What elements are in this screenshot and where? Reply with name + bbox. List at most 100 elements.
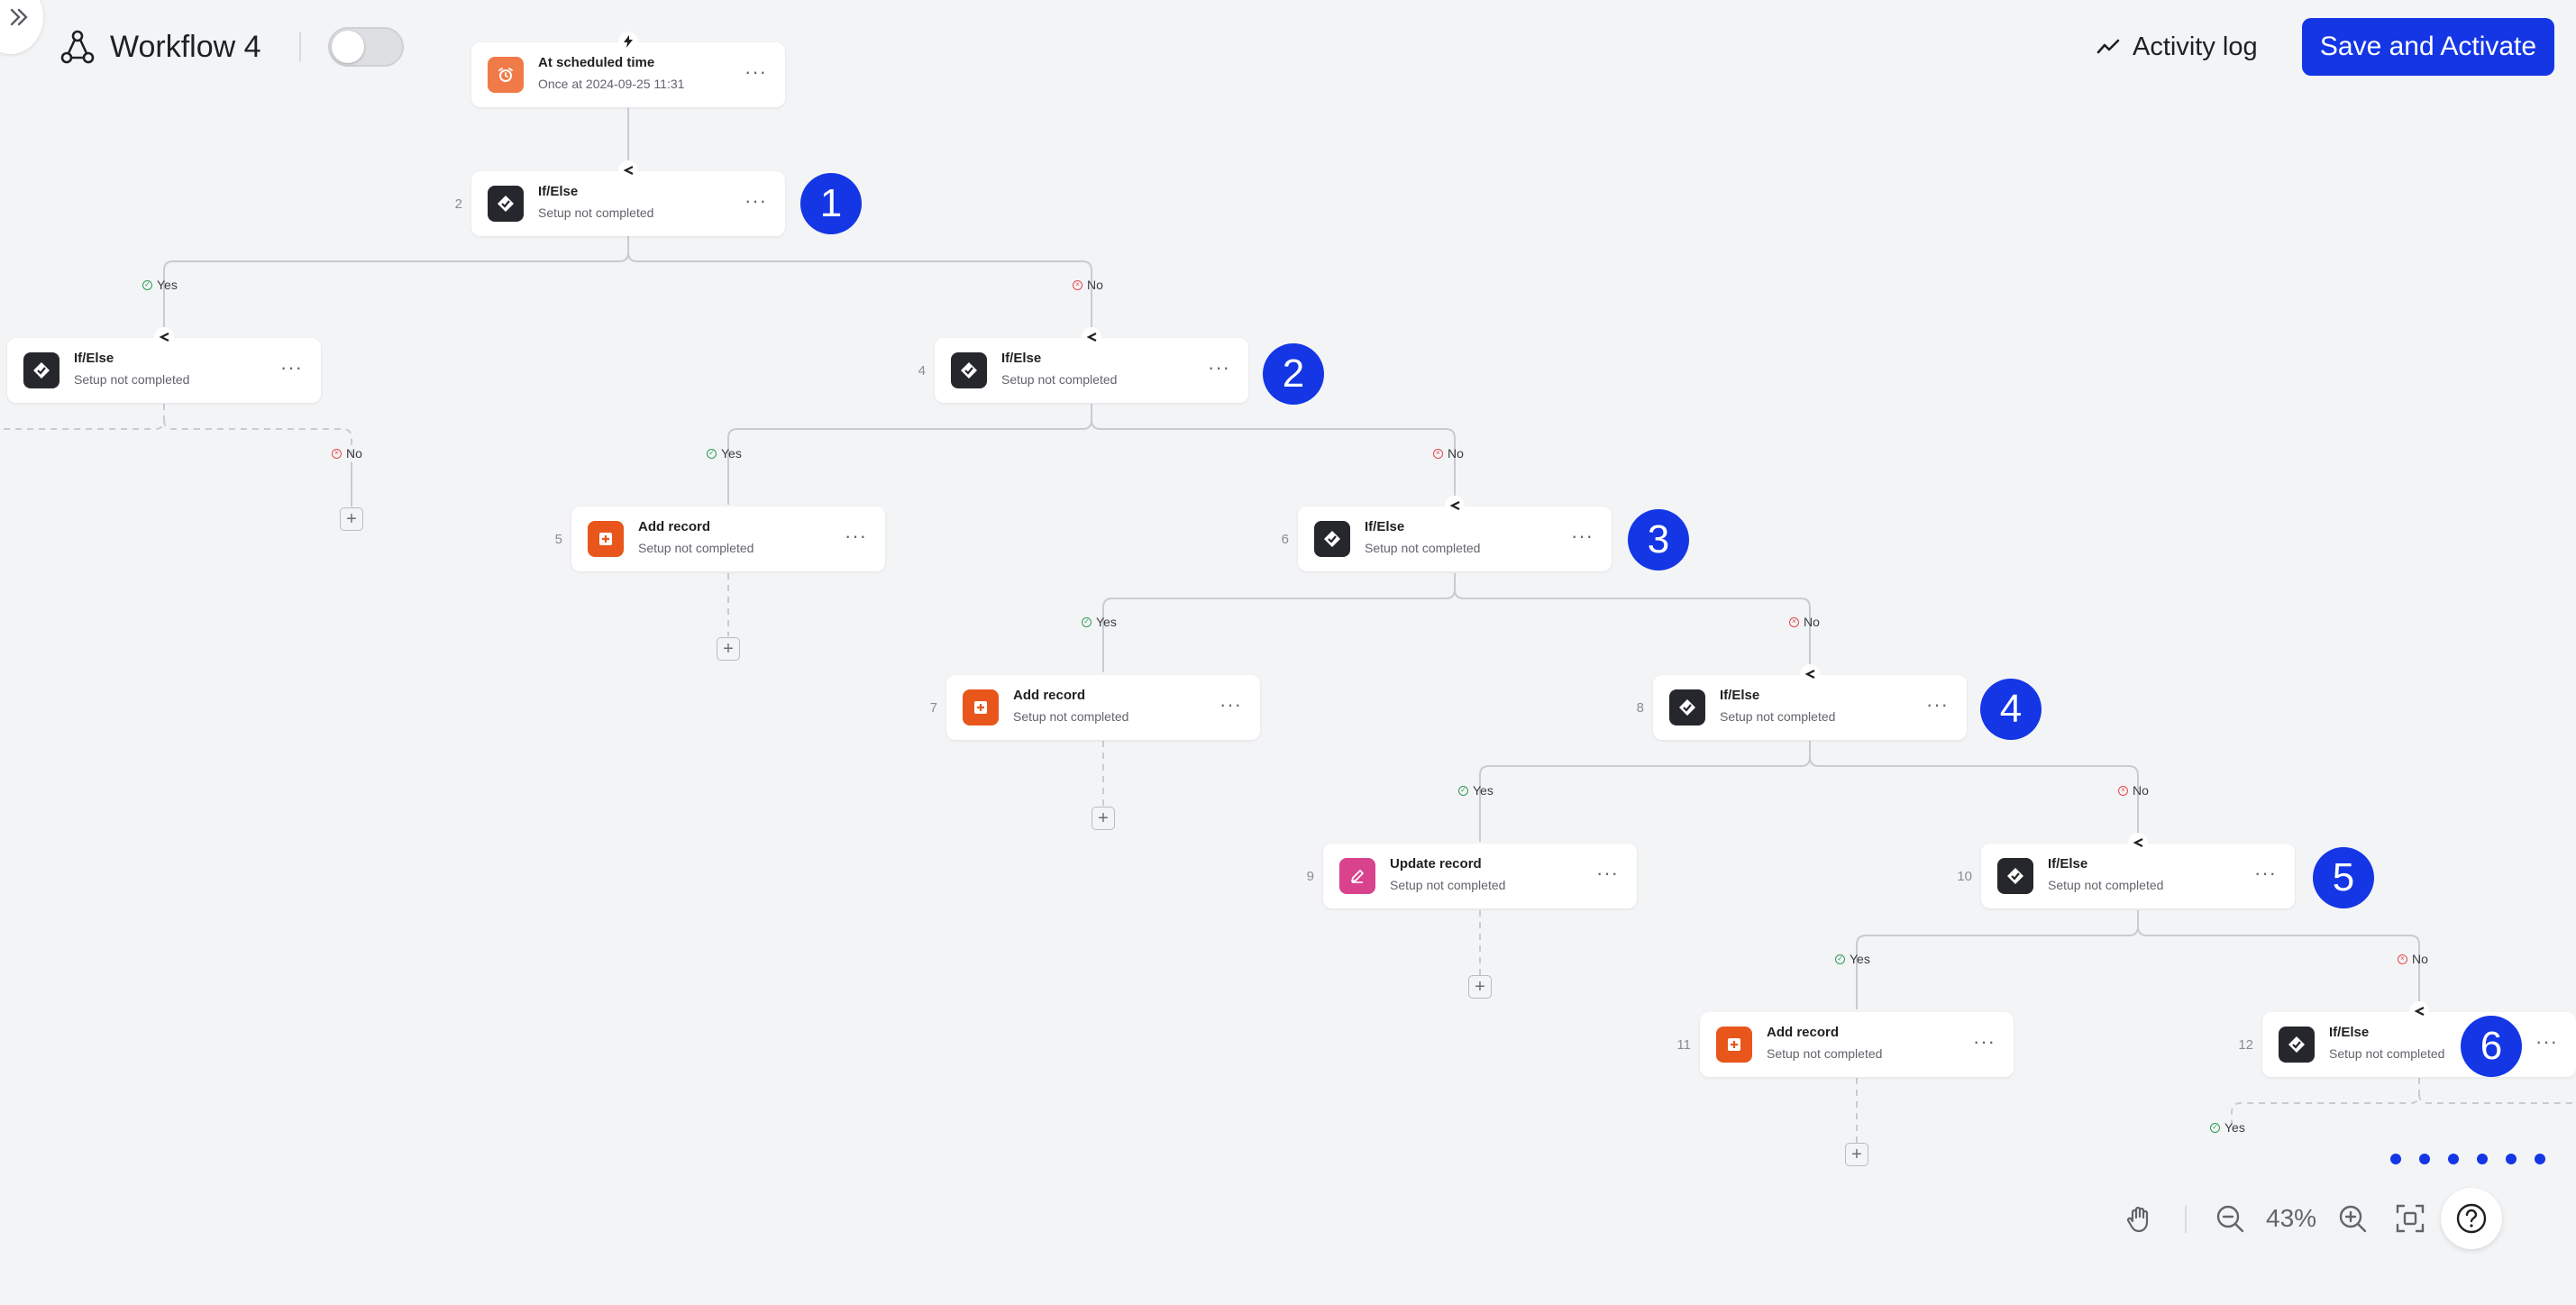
- step-badge: 2: [1263, 343, 1324, 405]
- branch-label-text: Yes: [157, 278, 178, 292]
- node-step-number: 12: [2238, 1037, 2253, 1053]
- check-circle-icon: ✓: [2210, 1122, 2220, 1133]
- node-title: If/Else: [1001, 351, 1042, 366]
- node-menu-button[interactable]: ···: [1926, 693, 1949, 716]
- node-menu-button[interactable]: ···: [2254, 862, 2277, 884]
- activity-log-label: Activity log: [2133, 32, 2258, 61]
- pan-tool-button[interactable]: [2124, 1202, 2156, 1235]
- merge-connector-icon: [2409, 1001, 2429, 1021]
- node-subtitle: Setup not completed: [2329, 1046, 2445, 1061]
- node-subtitle: Setup not completed: [538, 205, 654, 220]
- x-circle-icon: ×: [2398, 954, 2407, 964]
- fit-view-button[interactable]: [2394, 1202, 2426, 1235]
- node-step-number: 6: [1281, 532, 1289, 547]
- branch-label-text: No: [346, 446, 362, 461]
- node-title: Add record: [1013, 688, 1086, 703]
- node-menu-button[interactable]: ···: [1208, 356, 1230, 379]
- pager-dot[interactable]: [2448, 1154, 2459, 1164]
- step-badge: 4: [1980, 679, 2042, 740]
- zoom-out-icon: [2216, 1205, 2244, 1233]
- node-subtitle: Setup not completed: [1767, 1046, 1883, 1061]
- check-circle-icon: ✓: [707, 448, 717, 459]
- node-step-number: 8: [1636, 700, 1644, 716]
- node-menu-button[interactable]: ···: [2535, 1030, 2558, 1053]
- node-step-number: 2: [454, 196, 462, 212]
- zoom-out-button[interactable]: [2214, 1202, 2246, 1235]
- if-else-icon: [488, 186, 524, 222]
- expand-sidebar-button[interactable]: [0, 0, 43, 54]
- pager-dot[interactable]: [2390, 1154, 2401, 1164]
- x-circle-icon: ×: [2118, 785, 2128, 796]
- branch-label-text: No: [2133, 783, 2149, 798]
- workflow-title[interactable]: Workflow 4: [110, 30, 261, 64]
- pager-dot[interactable]: [2506, 1154, 2517, 1164]
- node-subtitle: Setup not completed: [1013, 709, 1129, 724]
- branch-label-text: Yes: [1096, 615, 1117, 629]
- if-else-icon: [1997, 858, 2033, 894]
- node-menu-button[interactable]: ···: [744, 60, 767, 83]
- node-menu-button[interactable]: ···: [280, 356, 303, 379]
- node-title: If/Else: [538, 184, 579, 199]
- activate-toggle[interactable]: [328, 27, 404, 67]
- branch-label-text: No: [1448, 446, 1464, 461]
- node-menu-button[interactable]: ···: [1973, 1030, 1996, 1053]
- node-title: At scheduled time: [538, 55, 655, 70]
- add-step-button[interactable]: +: [340, 507, 363, 531]
- pager-dot[interactable]: [2477, 1154, 2488, 1164]
- x-circle-icon: ×: [1073, 279, 1082, 290]
- header-divider: [299, 32, 301, 61]
- step-badge: 3: [1628, 509, 1689, 570]
- save-and-activate-button[interactable]: Save and Activate: [2302, 18, 2554, 76]
- node-title: Update record: [1390, 856, 1482, 872]
- node-menu-button[interactable]: ···: [1219, 693, 1242, 716]
- pager-dot[interactable]: [2419, 1154, 2430, 1164]
- node-step-number: 11: [1676, 1037, 1691, 1053]
- toggle-knob: [332, 31, 364, 63]
- add-step-button[interactable]: +: [717, 637, 740, 661]
- x-circle-icon: ×: [1433, 448, 1443, 459]
- x-circle-icon: ×: [1789, 616, 1799, 627]
- add-step-button[interactable]: +: [1845, 1143, 1868, 1166]
- zoom-in-button[interactable]: [2336, 1202, 2369, 1235]
- branch-label-yes: ✓Yes: [707, 444, 742, 462]
- branch-label-yes: ✓ Yes: [2210, 1118, 2245, 1136]
- fit-to-screen-icon: [2396, 1204, 2425, 1233]
- add-step-button[interactable]: +: [1092, 807, 1115, 830]
- merge-connector-icon: [618, 160, 638, 180]
- branch-label-no: × No: [1433, 444, 1464, 462]
- if-else-icon: [1669, 689, 1705, 726]
- node-menu-button[interactable]: ···: [1571, 525, 1594, 547]
- pagination-dots[interactable]: [2390, 1154, 2545, 1164]
- node-menu-button[interactable]: ···: [1596, 862, 1619, 884]
- branch-label-text: Yes: [2224, 1120, 2245, 1135]
- if-else-icon: [2279, 1027, 2315, 1063]
- branch-label-no: × No: [332, 444, 362, 462]
- node-step-number: 7: [929, 700, 937, 716]
- add-step-button[interactable]: +: [1468, 975, 1492, 999]
- pager-dot[interactable]: [2535, 1154, 2545, 1164]
- if-else-icon: [951, 352, 987, 388]
- node-menu-button[interactable]: ···: [845, 525, 867, 547]
- merge-connector-icon: [1800, 664, 1820, 684]
- x-circle-icon: ×: [332, 448, 342, 459]
- zoom-level: 43%: [2266, 1204, 2317, 1232]
- check-circle-icon: ✓: [1082, 616, 1092, 627]
- activity-log-button[interactable]: Activity log: [2096, 25, 2258, 68]
- node-menu-button[interactable]: ···: [744, 189, 767, 212]
- branch-label-text: Yes: [1850, 952, 1870, 966]
- node-step-number: 10: [1957, 869, 1972, 884]
- help-button[interactable]: [2441, 1188, 2502, 1249]
